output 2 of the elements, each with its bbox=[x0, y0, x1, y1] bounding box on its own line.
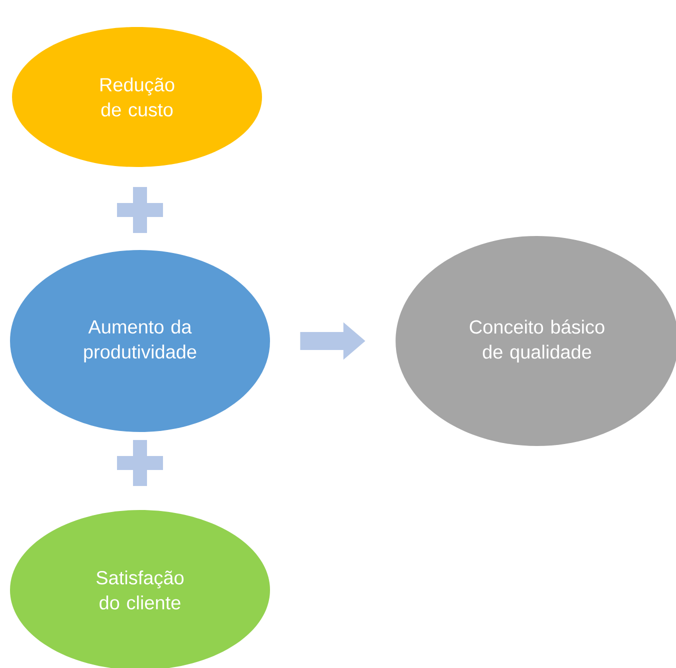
ellipse-node: Aumento da produtividade bbox=[10, 250, 270, 432]
ellipse-node: Redução de custo bbox=[12, 27, 262, 167]
